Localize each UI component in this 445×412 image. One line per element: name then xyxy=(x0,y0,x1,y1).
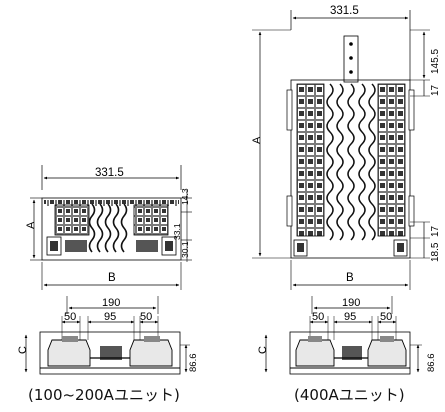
large-dim-lower: 17 xyxy=(430,225,441,237)
small-pitch-left: 50 xyxy=(64,311,76,323)
large-a-label: A xyxy=(251,136,263,144)
small-pitch-center: 95 xyxy=(104,311,116,323)
small-width-label: 331.5 xyxy=(95,167,124,179)
large-side-height: 86.6 xyxy=(426,354,437,373)
small-pitch-right: 50 xyxy=(140,311,152,323)
large-width-label: 331.5 xyxy=(330,5,359,17)
small-unit-caption: (100~200Aユニット) xyxy=(28,386,180,404)
small-a-label: A xyxy=(25,221,37,229)
small-dim-mid: 33.1 xyxy=(172,223,182,240)
small-dim-top: 14.3 xyxy=(180,188,190,205)
small-pitch-total: 190 xyxy=(102,297,120,309)
small-dim-bot: 30.1 xyxy=(180,241,190,258)
small-unit-side-view: 190 50 95 50 C 86.6 xyxy=(17,296,199,375)
large-unit-caption: (400Aユニット) xyxy=(294,386,405,404)
large-dim-upper: 17 xyxy=(430,84,441,96)
large-pitch-total: 190 xyxy=(342,297,360,309)
large-dim-bottom: 18.5 xyxy=(430,242,441,262)
large-unit-front-view: 331.5 A xyxy=(251,5,441,290)
large-unit-side-view: 190 50 95 50 C 86.6 xyxy=(257,296,437,375)
large-c-label: C xyxy=(257,346,269,354)
large-pitch-left: 50 xyxy=(312,311,324,323)
small-unit-front-view: 331.5 A 14.3 33 xyxy=(25,165,192,290)
large-b-label: B xyxy=(346,272,354,284)
large-pitch-center: 95 xyxy=(344,311,356,323)
large-pitch-right: 50 xyxy=(380,311,392,323)
large-dim-top: 145.5 xyxy=(430,49,441,74)
small-side-height: 86.6 xyxy=(188,354,199,373)
small-c-label: C xyxy=(17,346,29,354)
small-b-label: B xyxy=(108,272,116,284)
